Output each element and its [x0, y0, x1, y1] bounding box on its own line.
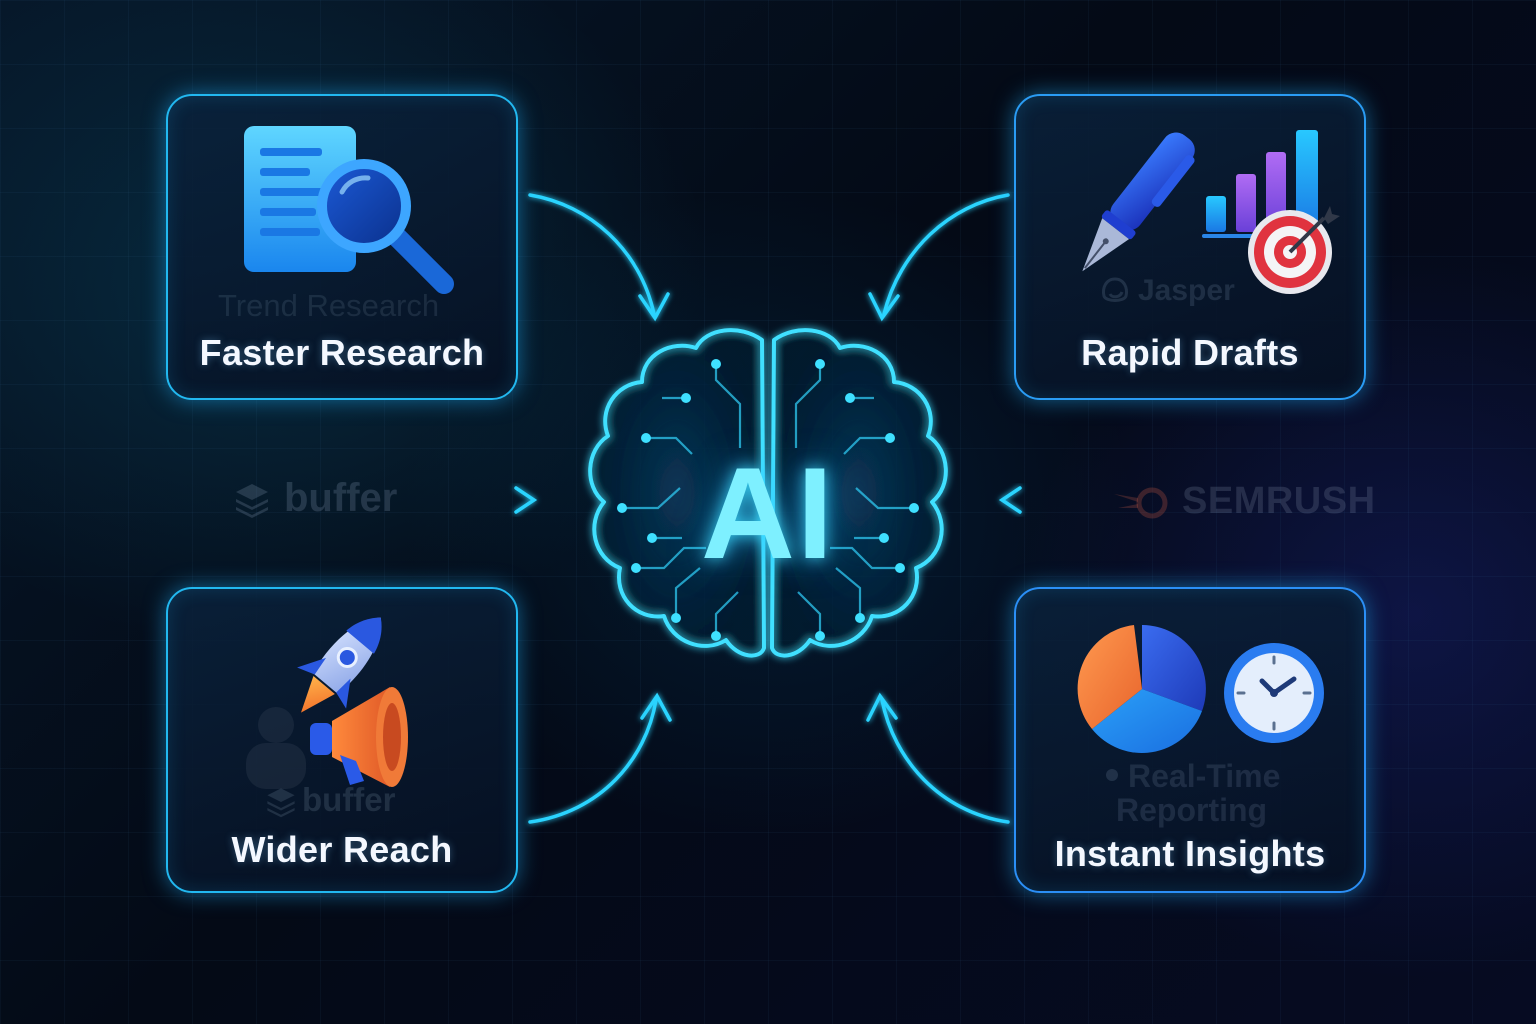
- pie-chart-icon: [1077, 625, 1206, 753]
- arrowhead-left-straight: [514, 486, 538, 514]
- arrowhead-bottom-right: [866, 692, 898, 722]
- arrowhead-right-straight: [998, 486, 1022, 514]
- ai-label: AI: [701, 440, 835, 586]
- card-wider-reach: buffer Wider Reach: [166, 587, 518, 893]
- arrowhead-top-left: [638, 292, 670, 322]
- brain-right-hemisphere: [770, 328, 948, 658]
- semrush-flame-icon: [1114, 487, 1168, 519]
- document-search-icon: [244, 126, 454, 294]
- trend-research-faint-label: Trend Research: [218, 288, 440, 323]
- clock-icon: [1224, 643, 1324, 743]
- magnifier-icon: [317, 159, 454, 294]
- buffer-stack-icon: [236, 484, 268, 518]
- card-title-wider-reach: Wider Reach: [231, 829, 453, 870]
- brain-circuit-icon: [588, 328, 948, 658]
- jasper-logo-icon: [1102, 277, 1128, 302]
- rocket-megaphone-icon: [297, 617, 408, 787]
- arrowhead-bottom-left: [640, 692, 672, 722]
- fountain-pen-icon: [1082, 132, 1195, 272]
- semrush-label-right: SEMRUSH: [1182, 480, 1376, 522]
- ai-brain: AI: [580, 318, 956, 690]
- card-rapid-drafts: Jasper Rapid Drafts: [1014, 94, 1366, 400]
- person-silhouette-icon: [246, 707, 306, 789]
- target-icon: [1248, 206, 1340, 294]
- circuit-nodes: [617, 359, 919, 641]
- megaphone-icon: [310, 687, 408, 787]
- arrow-top-right: [882, 193, 1010, 316]
- jasper-faint-label: Jasper: [1138, 274, 1235, 307]
- real-time-faint-line1: Real-Time: [1128, 758, 1281, 794]
- arrow-bottom-right: [880, 698, 1010, 824]
- rocket-icon: [297, 617, 382, 713]
- buffer-label-left: buffer: [284, 476, 398, 520]
- real-time-reporting-faint-label: Real-Time Reporting: [1116, 758, 1281, 827]
- status-dot-icon: [1106, 769, 1118, 781]
- arrowhead-top-right: [868, 292, 900, 322]
- real-time-faint-line2: Reporting: [1116, 792, 1268, 828]
- buffer-faint-label: buffer: [302, 781, 396, 818]
- card-title-instant-insights: Instant Insights: [1054, 833, 1326, 874]
- arrow-bottom-left: [528, 698, 658, 824]
- brain-left-hemisphere: [588, 328, 766, 658]
- card-faster-research: Trend Research Faster Research: [166, 94, 518, 400]
- bar-chart-target-icon: [1202, 130, 1340, 294]
- card-title-faster-research: Faster Research: [199, 332, 485, 373]
- arrow-top-left: [528, 193, 656, 316]
- card-title-rapid-drafts: Rapid Drafts: [1081, 332, 1299, 373]
- card-instant-insights: Real-Time Reporting Instant Insights: [1014, 587, 1366, 893]
- buffer-stack-icon-card: [267, 788, 295, 818]
